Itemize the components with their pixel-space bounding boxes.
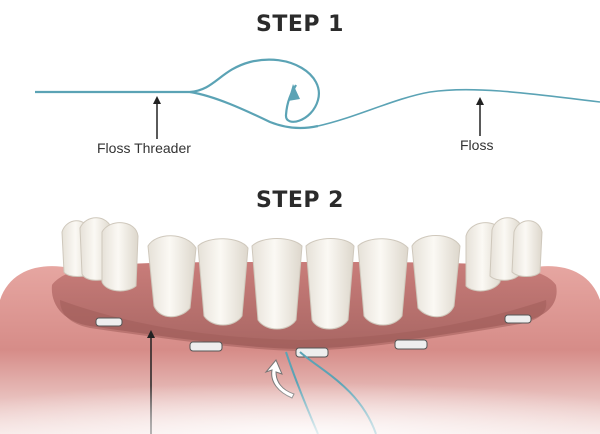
tooth — [511, 220, 543, 277]
floss-threader-diagram — [35, 58, 600, 139]
tooth — [357, 238, 409, 326]
denture-illustration — [0, 217, 600, 434]
threader-pointer-arrowhead — [153, 96, 161, 104]
threader-direction-arrow — [288, 84, 300, 101]
denture-base-front — [60, 300, 547, 351]
tooth — [101, 222, 139, 292]
tooth — [197, 238, 249, 326]
tooth — [147, 235, 197, 318]
floss-threader-line — [35, 58, 320, 123]
tooth — [411, 235, 461, 318]
step-2-title: STEP 2 — [256, 188, 344, 213]
floss-threader-label: Floss Threader — [97, 140, 191, 156]
teeth — [61, 217, 543, 330]
floss-pointer-arrowhead — [476, 97, 484, 105]
abutment — [95, 317, 123, 327]
floss-label: Floss — [460, 137, 494, 153]
floss-threader-loop-lower — [189, 90, 319, 130]
abutment — [189, 341, 223, 352]
floss-line — [317, 88, 600, 127]
step-1-title: STEP 1 — [256, 12, 344, 37]
abutment — [394, 339, 428, 350]
abutment — [504, 314, 532, 324]
denture-pointer-arrowhead — [147, 330, 155, 338]
tooth — [251, 238, 303, 330]
tooth — [305, 238, 355, 330]
bottom-fade — [0, 360, 600, 434]
